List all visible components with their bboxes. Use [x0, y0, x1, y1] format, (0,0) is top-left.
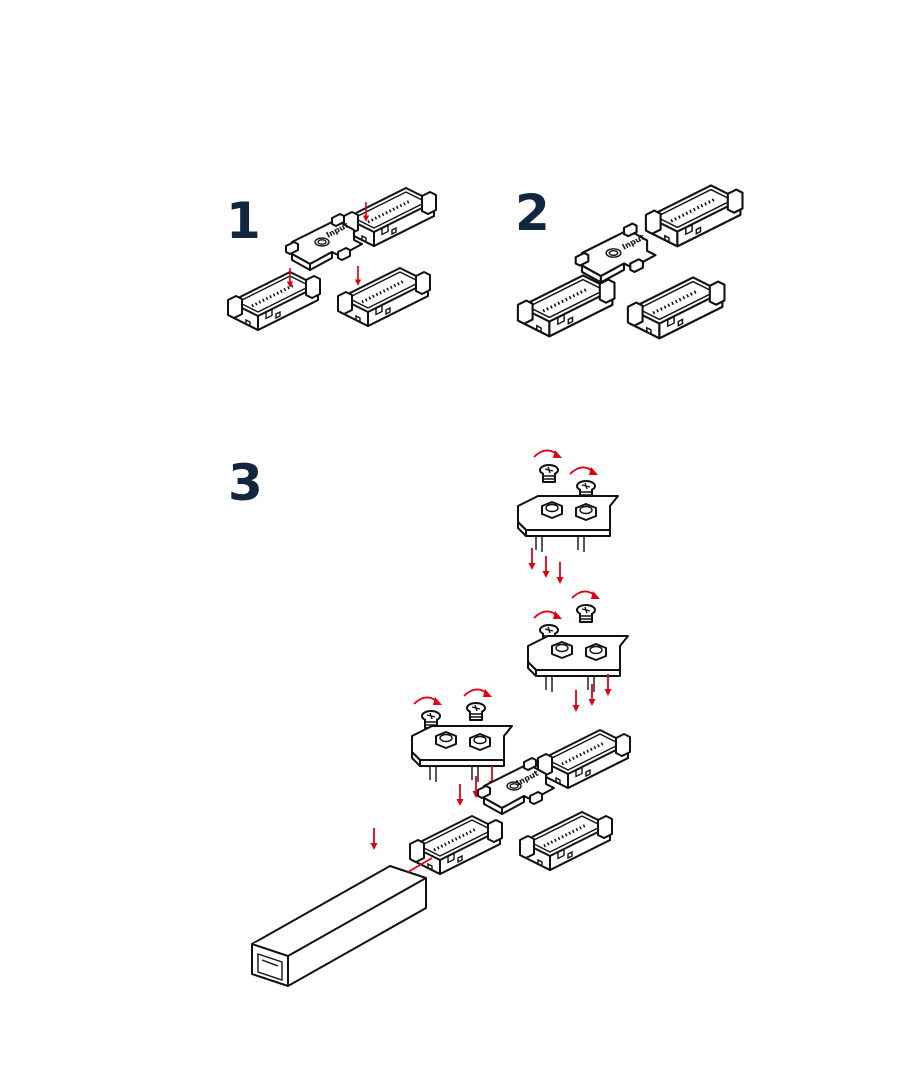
connector-icon	[536, 728, 632, 790]
connector-icon	[626, 275, 727, 340]
screw-icon	[539, 464, 559, 483]
insert-arrow	[407, 857, 433, 873]
step-2-illustration: Input	[516, 183, 745, 340]
arrow-icon	[369, 827, 379, 851]
step-number-3: 3	[228, 454, 263, 512]
arrow-icon	[455, 783, 465, 807]
arrow-icon	[571, 689, 581, 713]
connector-icon	[516, 273, 617, 338]
step-1-illustration: Input	[226, 186, 438, 332]
arrow-icon	[533, 449, 563, 459]
screw-icon	[576, 604, 596, 623]
arrow-icon	[541, 555, 551, 579]
arrow-icon	[463, 688, 493, 698]
step-3-illustration: Input	[251, 449, 632, 987]
arrow-icon	[555, 561, 565, 585]
arrow-icon	[603, 673, 613, 697]
arrow-icon	[527, 547, 537, 571]
step-number-2: 2	[515, 184, 550, 242]
arrow-icon	[413, 696, 443, 706]
connector-icon	[342, 186, 438, 248]
connector-icon	[408, 814, 504, 876]
clamp-plate-icon	[517, 495, 619, 553]
screw-icon	[466, 702, 486, 721]
arrow-icon	[533, 610, 563, 620]
clamp-plate-icon	[527, 635, 629, 693]
connector-icon	[574, 222, 657, 284]
arrow-icon	[569, 466, 599, 476]
led-profile-icon	[251, 865, 427, 987]
connector-icon	[336, 266, 432, 328]
arrow-icon	[571, 590, 601, 600]
arrow-icon	[354, 265, 362, 287]
clamp-plate-icon	[411, 725, 513, 783]
step-number-1: 1	[226, 192, 261, 250]
connector-icon	[226, 270, 322, 332]
connector-icon	[518, 810, 614, 872]
connector-icon	[644, 183, 745, 248]
